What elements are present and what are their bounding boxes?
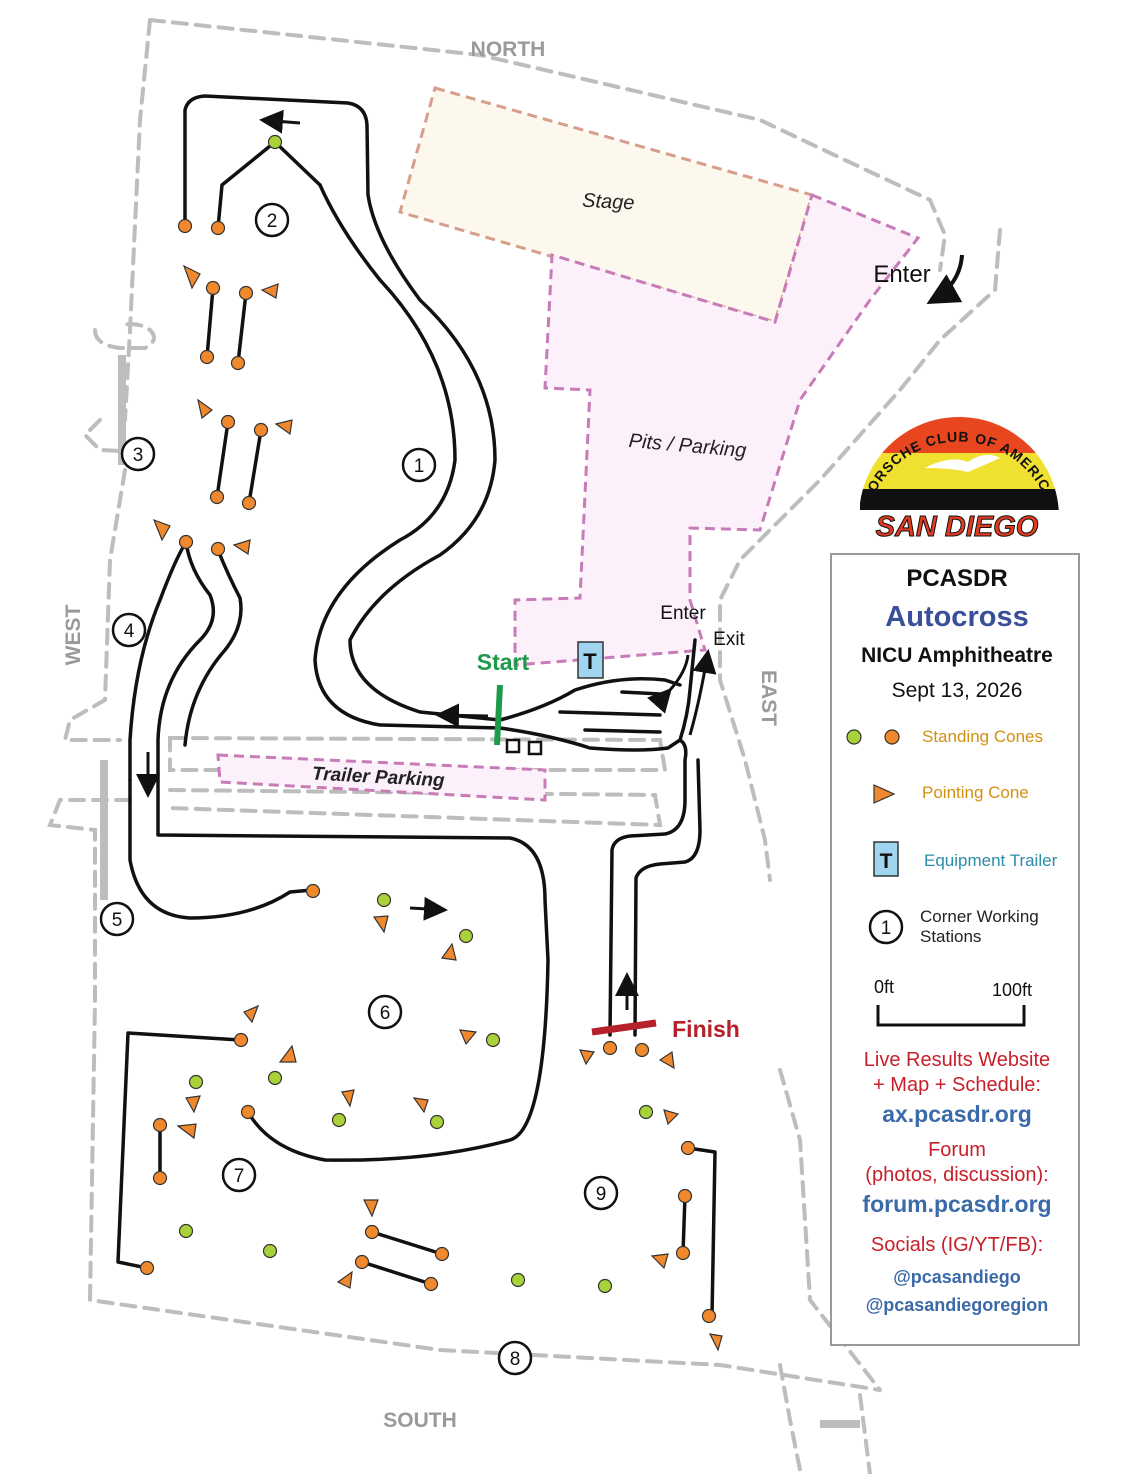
legend-standing-cone-icons [846,729,900,745]
svg-text:7: 7 [234,1166,245,1187]
exit-label: Exit [713,629,745,650]
course-lines [116,94,717,1318]
scale-label-100: 100ft [992,980,1033,1000]
legend-equipment-trailer-label: Equipment Trailer [924,851,1058,870]
timing-box [527,740,543,756]
svg-text:3: 3 [133,445,144,466]
legend-standing-cones-label: Standing Cones [922,727,1043,746]
legend-pointing-cone-label: Pointing Cone [922,783,1029,802]
svg-text:SAN DIEGO: SAN DIEGO [876,511,1039,543]
svg-text:T: T [583,649,597,674]
compass-north: NORTH [471,38,546,61]
compass-south: SOUTH [383,1409,457,1432]
corner-station-icon: 1 [868,909,904,945]
start-line [494,684,503,746]
pointing-cone-icon [873,784,896,804]
station-1: 1 [401,447,437,483]
scale-label-0: 0ft [874,977,895,997]
compass-west: WEST [62,605,85,666]
timing-box [505,738,521,754]
legend-title-autocross: Autocross [885,601,1029,633]
station-4: 4 [111,612,147,648]
legend-date: Sept 13, 2026 [891,679,1023,702]
social-handle-2[interactable]: @pcasandiegoregion [865,1295,1049,1315]
live-results-line1: Live Results Website [863,1049,1051,1071]
corner-stations: 1 2 3 4 5 6 7 8 9 [99,202,619,1376]
pits-parking-area [513,192,921,667]
trailer-icon: T [873,841,899,877]
orange-cone-icon [884,729,900,745]
enter-label-small: Enter [660,603,706,624]
station-9: 9 [583,1175,619,1211]
svg-text:6: 6 [380,1003,391,1024]
socials-title: Socials (IG/YT/FB): [870,1234,1044,1256]
svg-text:T: T [880,850,893,873]
green-cone-icon [846,729,862,745]
svg-text:1: 1 [414,456,425,477]
legend-corner-line2: Stations [920,927,982,946]
station-5: 5 [99,901,135,937]
live-results-url[interactable]: ax.pcasdr.org [882,1101,1032,1127]
finish-label: Finish [672,1016,740,1042]
legend-corner-line1: Corner Working [920,907,1039,926]
legend-title-pcasdr: PCASDR [906,565,1008,592]
scale-bar [876,1005,1026,1027]
stage-label: Stage [582,190,635,215]
equipment-trailer-marker: T [577,641,604,679]
standing-cones-orange [139,218,717,1324]
trailer-parking-area [216,753,547,802]
enter-label-main: Enter [873,261,930,288]
station-8: 8 [497,1340,533,1376]
svg-text:9: 9 [596,1184,607,1205]
svg-text:8: 8 [510,1349,521,1370]
standing-cones-green [178,134,654,1294]
svg-text:2: 2 [267,211,278,232]
forum-title: Forum [928,1139,986,1161]
stage-area [398,86,814,324]
legend-venue: NICU Amphitheatre [861,644,1053,667]
forum-sub: (photos, discussion): [865,1164,1049,1186]
compass-east: EAST [757,670,780,726]
social-handle-1[interactable]: @pcasandiego [893,1267,1021,1287]
svg-text:5: 5 [112,910,123,931]
station-7: 7 [221,1157,257,1193]
direction-arrows [136,109,964,1010]
pointing-cones [152,264,723,1352]
svg-text:4: 4 [124,621,135,642]
west-road-edge [100,355,860,1428]
station-3: 3 [120,436,156,472]
svg-text:1: 1 [881,918,892,939]
station-6: 6 [367,994,403,1030]
pca-san-diego-logo: PORSCHE CLUB OF AMERICA SAN DIEGO [858,417,1062,544]
forum-url[interactable]: forum.pcasdr.org [862,1191,1052,1217]
finish-line [591,1019,657,1036]
live-results-line2: + Map + Schedule: [873,1074,1041,1096]
start-label: Start [477,649,530,675]
station-2: 2 [254,202,290,238]
legend-panel: PCASDR Autocross NICU Amphitheatre Sept … [830,553,1080,1346]
